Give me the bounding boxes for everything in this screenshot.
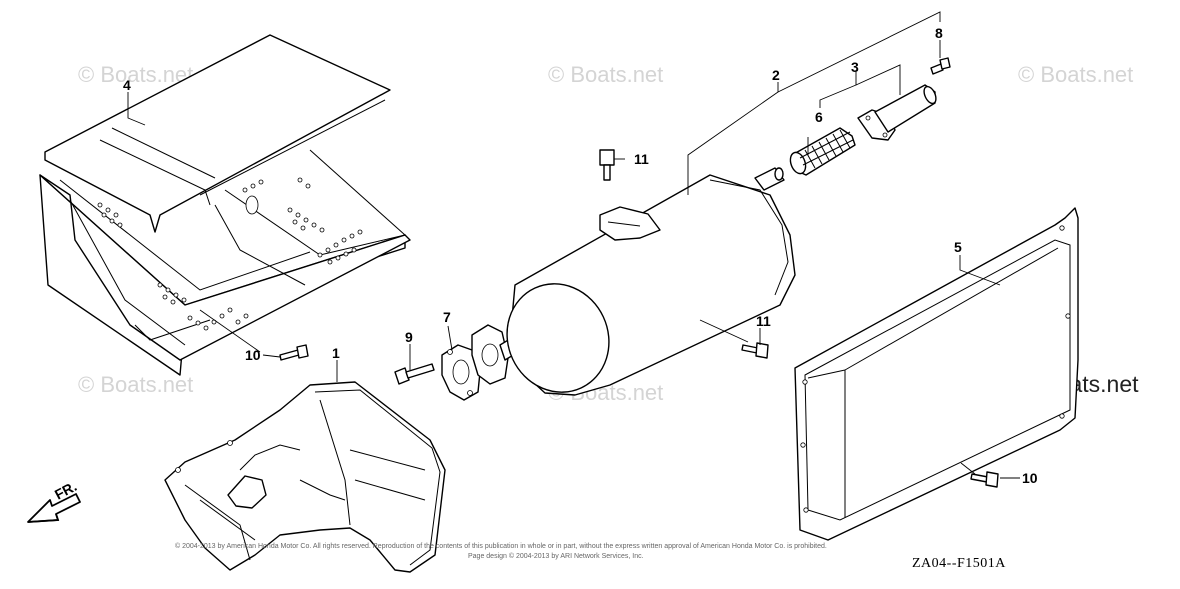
bolt-part-9[interactable] — [394, 363, 435, 385]
copyright-notice: © 2004-2013 by American Honda Motor Co. … — [175, 542, 827, 550]
front-direction-arrow-icon — [27, 493, 81, 523]
muffler-part-2[interactable] — [471, 167, 796, 409]
spark-arrester-tube-part-3[interactable] — [857, 84, 938, 141]
bolt-part-11[interactable] — [741, 342, 769, 359]
callout-part-8: 8 — [935, 25, 943, 41]
muffler-protector-part-4[interactable] — [39, 34, 411, 376]
callout-part-1: 1 — [332, 345, 340, 361]
callout-part-10: 10 — [1022, 470, 1038, 486]
callout-part-11: 11 — [634, 151, 649, 167]
page-design-notice: Page design © 2004-2013 by ARI Network S… — [468, 552, 644, 560]
leader-lines — [127, 11, 1020, 479]
callout-part-3: 3 — [851, 59, 859, 75]
callout-part-10: 10 — [245, 347, 261, 363]
spark-arrester-part-6[interactable] — [788, 127, 856, 176]
watermark: © Boats.net — [78, 372, 193, 397]
callout-part-11: 11 — [756, 313, 771, 329]
bolt-part-11[interactable] — [599, 149, 615, 181]
muffler-cover-part-5[interactable] — [794, 207, 1079, 541]
callout-part-2: 2 — [772, 67, 780, 83]
callout-part-6: 6 — [815, 109, 823, 125]
bolt-part-10[interactable] — [970, 471, 999, 488]
callout-part-7: 7 — [443, 309, 451, 325]
bolt-part-10[interactable] — [279, 344, 309, 361]
exhaust-guide-part-1[interactable] — [164, 381, 446, 573]
watermark: © Boats.net — [78, 62, 193, 87]
callout-part-5: 5 — [954, 239, 962, 255]
screw-part-8[interactable] — [930, 57, 951, 75]
callout-part-9: 9 — [405, 329, 413, 345]
callout-part-4: 4 — [123, 77, 131, 93]
watermark: © Boats.net — [1018, 62, 1133, 87]
watermark: © Boats.net — [548, 62, 663, 87]
muffler-gasket-part-7[interactable] — [441, 344, 481, 401]
diagram-code: ZA04--F1501A — [912, 556, 1006, 571]
